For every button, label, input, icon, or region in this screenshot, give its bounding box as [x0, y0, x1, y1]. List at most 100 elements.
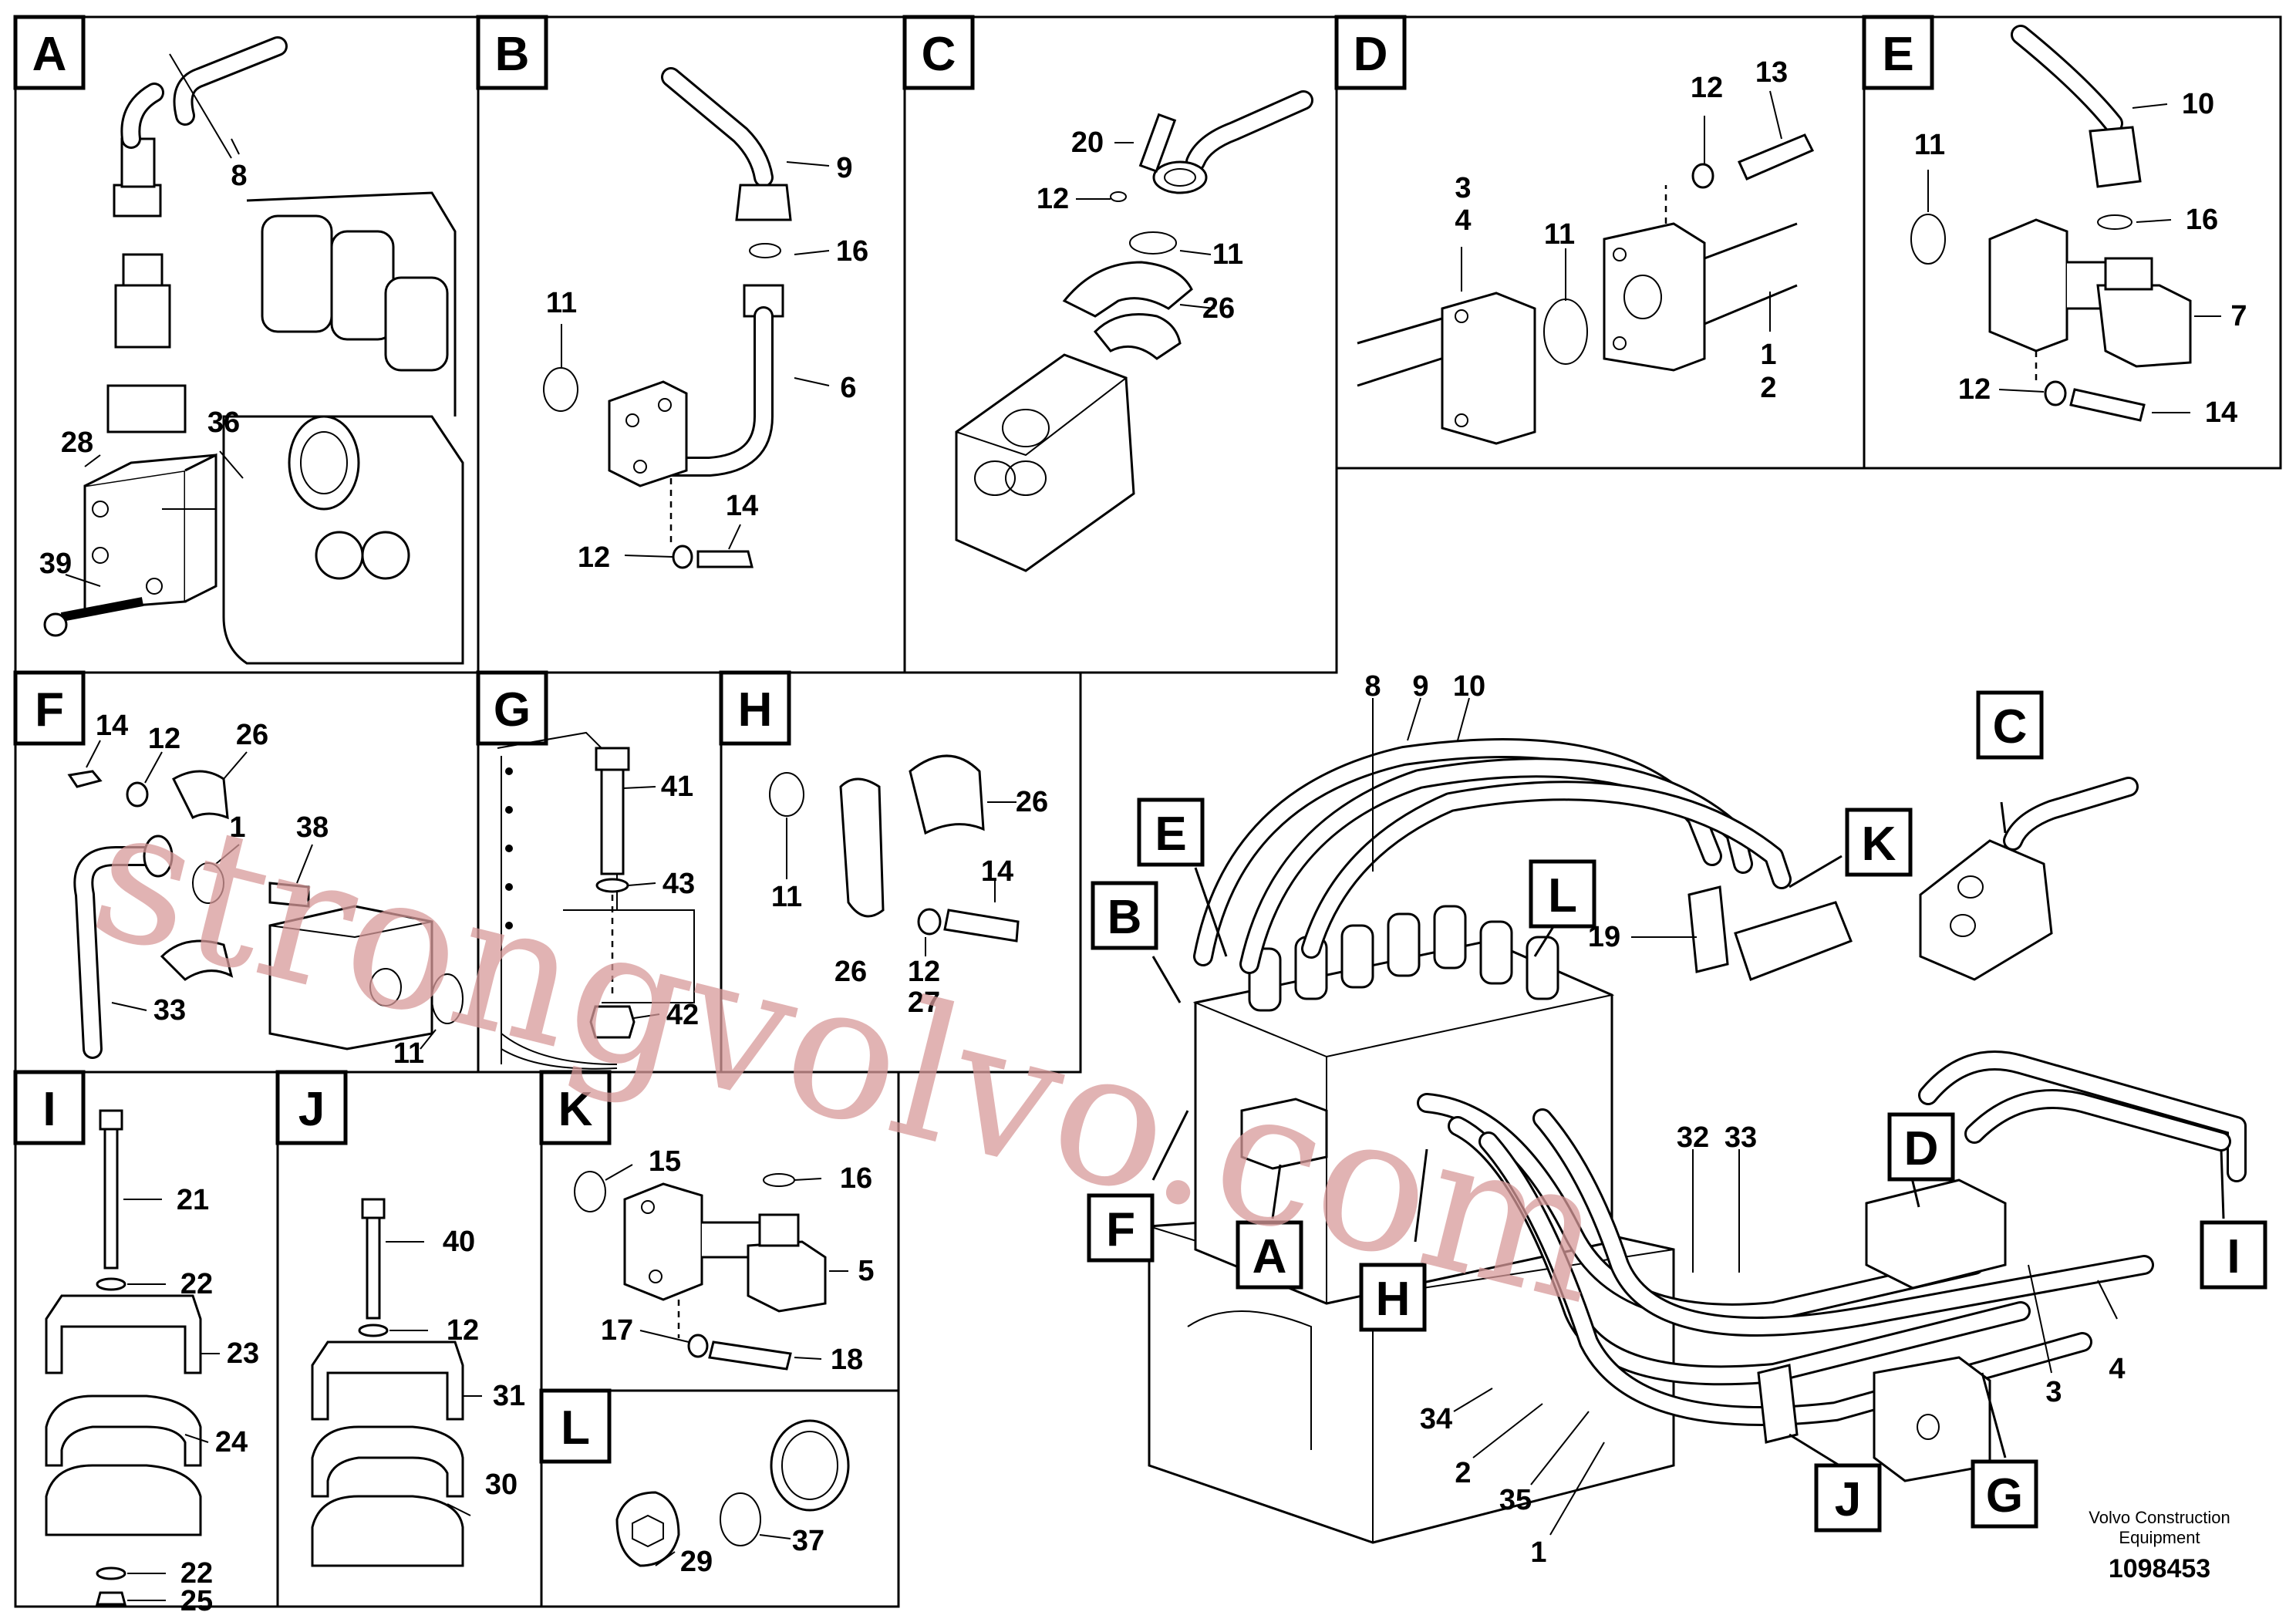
callout-e-12: 12 — [1958, 373, 1991, 406]
panel-j-callouts: 40 12 31 30 — [443, 1226, 525, 1501]
callout-f-12: 12 — [148, 723, 180, 755]
panel-letter-l: L — [561, 1401, 590, 1455]
callout-h-12: 12 — [908, 956, 940, 988]
panel-f-callouts: 14 12 26 1 38 33 11 — [96, 710, 424, 1070]
callout-b-12: 12 — [578, 541, 610, 574]
callout-a-28: 28 — [61, 427, 93, 459]
main-callouts: 8 9 10 19 32 33 3 4 34 2 35 1 — [1364, 670, 2125, 1569]
panel-letter-i: I — [42, 1083, 56, 1136]
panel-k-callouts: 15 16 5 17 18 — [601, 1145, 875, 1376]
callout-main-10: 10 — [1453, 670, 1485, 703]
tag-l: L — [1548, 869, 1577, 922]
callout-main-8: 8 — [1364, 670, 1381, 703]
panel-letters: A B C D E F G H I J K L — [13, 15, 1934, 1464]
panel-h-callouts: 26 11 14 26 12 27 — [771, 786, 1048, 1019]
callout-f-1: 1 — [229, 811, 245, 844]
panel-c-callouts: 20 12 11 26 — [1037, 126, 1243, 325]
panel-h-drawing — [769, 754, 1020, 956]
tag-j: J — [1835, 1473, 1861, 1526]
callout-g-43: 43 — [663, 868, 695, 900]
panel-g-drawing — [497, 731, 695, 1070]
tag-c: C — [1993, 700, 2028, 754]
panel-k-drawing — [574, 1164, 848, 1371]
callout-i-25: 25 — [180, 1585, 213, 1617]
callout-c-12: 12 — [1037, 183, 1069, 215]
callout-l-37: 37 — [792, 1525, 824, 1557]
callout-main-4: 4 — [2109, 1353, 2125, 1385]
tag-h: H — [1376, 1273, 1411, 1326]
callout-f-38: 38 — [296, 811, 329, 844]
panel-letter-g: G — [494, 683, 531, 737]
callout-f-33: 33 — [153, 994, 186, 1027]
tag-a: A — [1253, 1230, 1287, 1283]
panel-letter-k: K — [558, 1083, 593, 1136]
panel-letter-e: E — [1882, 28, 1913, 81]
callout-j-40: 40 — [443, 1226, 475, 1258]
callout-d-4: 4 — [1455, 204, 1471, 237]
panel-l-callouts: 37 29 — [680, 1525, 824, 1578]
panel-d-callouts: 12 13 3 4 11 1 2 — [1455, 56, 1788, 404]
panel-letter-j: J — [298, 1083, 325, 1136]
tag-k: K — [1862, 818, 1896, 871]
tag-f: F — [1106, 1203, 1135, 1256]
panel-i-callouts: 21 22 23 24 22 25 — [177, 1184, 259, 1617]
callout-e-7: 7 — [2230, 300, 2247, 332]
callout-f-26: 26 — [236, 719, 268, 751]
callout-h-26-bottom: 26 — [834, 956, 867, 988]
callout-d-2: 2 — [1760, 372, 1776, 404]
callout-c-26: 26 — [1202, 292, 1235, 325]
callout-main-9: 9 — [1412, 670, 1428, 703]
callout-h-11: 11 — [771, 881, 802, 913]
panel-b-callouts: 9 16 11 6 14 12 — [546, 152, 868, 574]
callout-i-24: 24 — [215, 1426, 248, 1458]
panel-b-drawing — [543, 67, 830, 569]
callout-b-16: 16 — [836, 235, 868, 268]
callout-c-20: 20 — [1071, 126, 1104, 159]
panel-letter-c: C — [922, 28, 956, 81]
footer-brand-line-1: Volvo Construction — [2089, 1508, 2230, 1527]
callout-j-30: 30 — [485, 1469, 518, 1501]
callout-k-18: 18 — [831, 1344, 863, 1376]
callout-e-10: 10 — [2182, 88, 2214, 120]
panel-f-drawing — [67, 740, 464, 1059]
callout-a-36: 36 — [207, 406, 240, 439]
panel-l-drawing — [615, 1419, 850, 1567]
panel-letter-a: A — [32, 28, 67, 81]
panel-letter-h: H — [738, 683, 773, 737]
callout-i-22-bottom: 22 — [180, 1557, 213, 1590]
panel-d-drawing — [1357, 90, 1815, 445]
panel-j-drawing — [311, 1198, 482, 1567]
callout-i-23: 23 — [227, 1337, 259, 1370]
callout-b-11: 11 — [546, 287, 577, 319]
callout-k-5: 5 — [858, 1255, 874, 1287]
callout-e-16: 16 — [2186, 204, 2218, 236]
callout-main-2: 2 — [1455, 1457, 1471, 1489]
callout-f-14: 14 — [96, 710, 128, 742]
footer-code: 1098453 — [2109, 1554, 2210, 1583]
callout-h-26-top: 26 — [1016, 786, 1048, 818]
panel-g-callouts: 41 43 42 — [661, 771, 699, 1031]
callout-i-22-top: 22 — [180, 1268, 213, 1300]
tag-b: B — [1108, 891, 1142, 944]
callout-f-11: 11 — [393, 1037, 424, 1070]
tag-g: G — [1986, 1469, 2023, 1523]
main-tags: C K L E B F A H D I J G — [1087, 690, 2267, 1533]
callout-b-9: 9 — [836, 152, 852, 184]
panel-frames — [14, 15, 2282, 1608]
panel-a-drawing — [43, 36, 464, 665]
callout-main-34: 34 — [1420, 1403, 1452, 1435]
panel-letter-b: B — [495, 28, 530, 81]
panel-letter-f: F — [35, 683, 64, 737]
callout-i-21: 21 — [177, 1184, 209, 1216]
callout-main-1: 1 — [1530, 1536, 1546, 1569]
panel-letter-d: D — [1354, 28, 1388, 81]
valve-spools — [1248, 905, 1559, 1012]
callout-b-6: 6 — [840, 372, 856, 404]
callout-l-29: 29 — [680, 1546, 713, 1578]
callout-g-42: 42 — [666, 999, 699, 1031]
callout-b-14: 14 — [726, 490, 758, 522]
panel-i-drawing — [45, 1109, 220, 1606]
callout-h-14: 14 — [981, 855, 1013, 888]
